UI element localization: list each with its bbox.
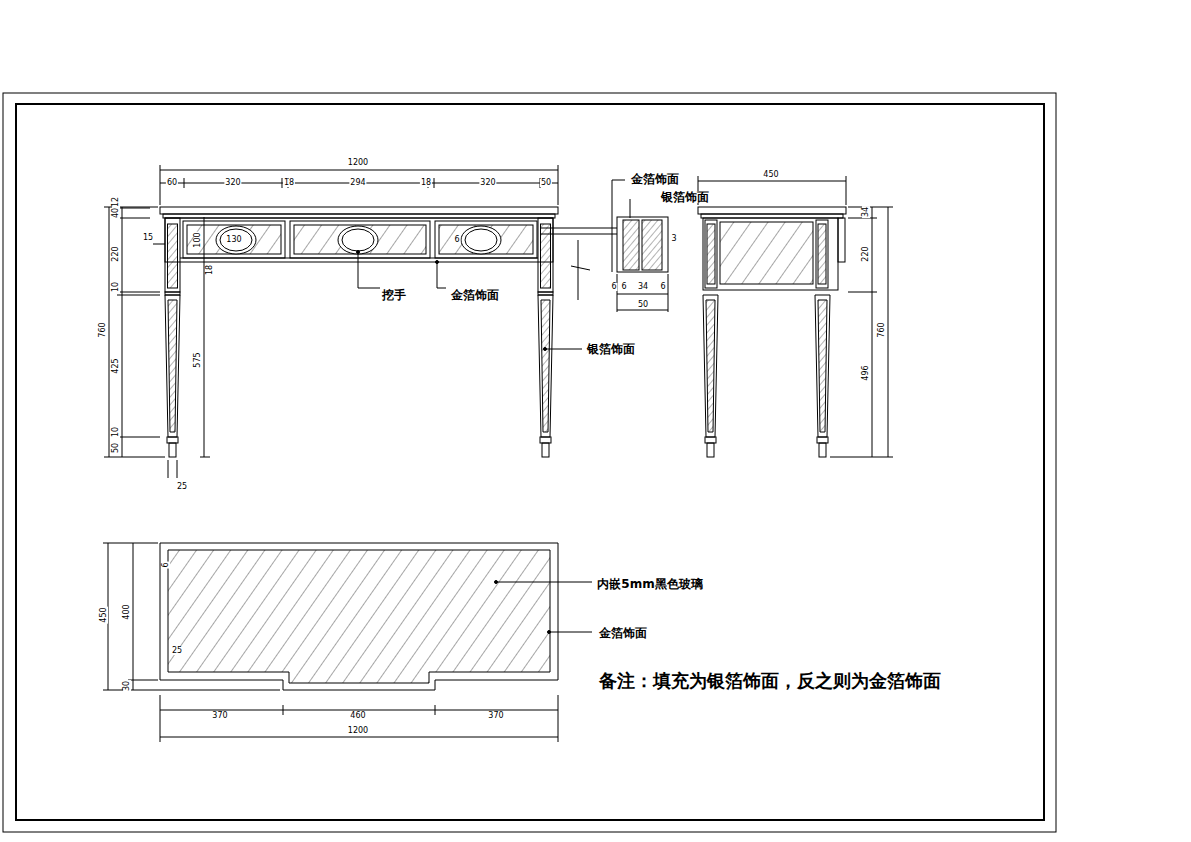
dimension-text: 50 — [637, 301, 649, 309]
dimension-text: 30 — [123, 680, 131, 692]
dimension-text: 6 — [453, 236, 460, 244]
dimension-text: 18 — [283, 179, 295, 187]
annotation-text: 内嵌5mm黑色玻璃 — [596, 578, 703, 590]
dimension-text: 6 — [610, 283, 617, 291]
dimension-text: 1200 — [347, 159, 369, 167]
dimension-text: 370 — [211, 712, 228, 720]
dimension-text: 760 — [878, 321, 886, 338]
dimension-text: 400 — [123, 603, 131, 620]
dimension-text: 496 — [862, 364, 870, 381]
annotation-text: 银箔饰面 — [660, 191, 710, 203]
dimension-text: 220 — [862, 245, 870, 262]
dimension-text: 370 — [487, 712, 504, 720]
dimension-text: 294 — [349, 179, 366, 187]
dimension-text: 760 — [99, 321, 107, 338]
dimension-text: 6 — [659, 283, 666, 291]
dimension-text: 450 — [762, 171, 779, 179]
dimension-text: 130 — [225, 236, 242, 244]
dimension-text: 575 — [194, 351, 202, 368]
dimension-text: 60 — [166, 179, 178, 187]
dimension-text: 10 — [112, 426, 120, 438]
dimension-text: 50 — [112, 442, 120, 454]
annotation-text: 金箔饰面 — [598, 627, 648, 639]
dimension-text: 15 — [142, 234, 154, 242]
dimension-text: 40 — [112, 207, 120, 219]
dimension-text: 220 — [112, 245, 120, 262]
dimension-text: 25 — [176, 483, 188, 491]
dimension-text: 320 — [479, 179, 496, 187]
dimension-text: 10 — [112, 281, 120, 293]
annotation-text: 挖手 — [381, 289, 407, 301]
dimension-text: 320 — [224, 179, 241, 187]
dimension-text: 100 — [194, 231, 202, 248]
annotation-text: 银箔饰面 — [586, 343, 636, 355]
dimension-text: 50 — [540, 179, 552, 187]
dimension-text: 18 — [206, 264, 214, 276]
annotation-text: 备注：填充为银箔饰面，反之则为金箔饰面 — [598, 672, 942, 690]
dimension-text: 25 — [171, 647, 183, 655]
dimension-text: 460 — [349, 712, 366, 720]
dimension-text: 6 — [162, 561, 170, 568]
annotation-text: 金箔饰面 — [630, 173, 680, 185]
dimension-text: 18 — [420, 179, 432, 187]
dimension-text: 34 — [862, 206, 870, 218]
dimension-text: 3 — [670, 235, 677, 243]
dimension-text: 450 — [100, 606, 108, 623]
dimension-text: 34 — [637, 283, 649, 291]
dimension-text: 6 — [620, 283, 627, 291]
dimension-text: 425 — [112, 357, 120, 374]
annotation-text: 金箔饰面 — [450, 289, 500, 301]
dimension-text: 1200 — [347, 727, 369, 735]
